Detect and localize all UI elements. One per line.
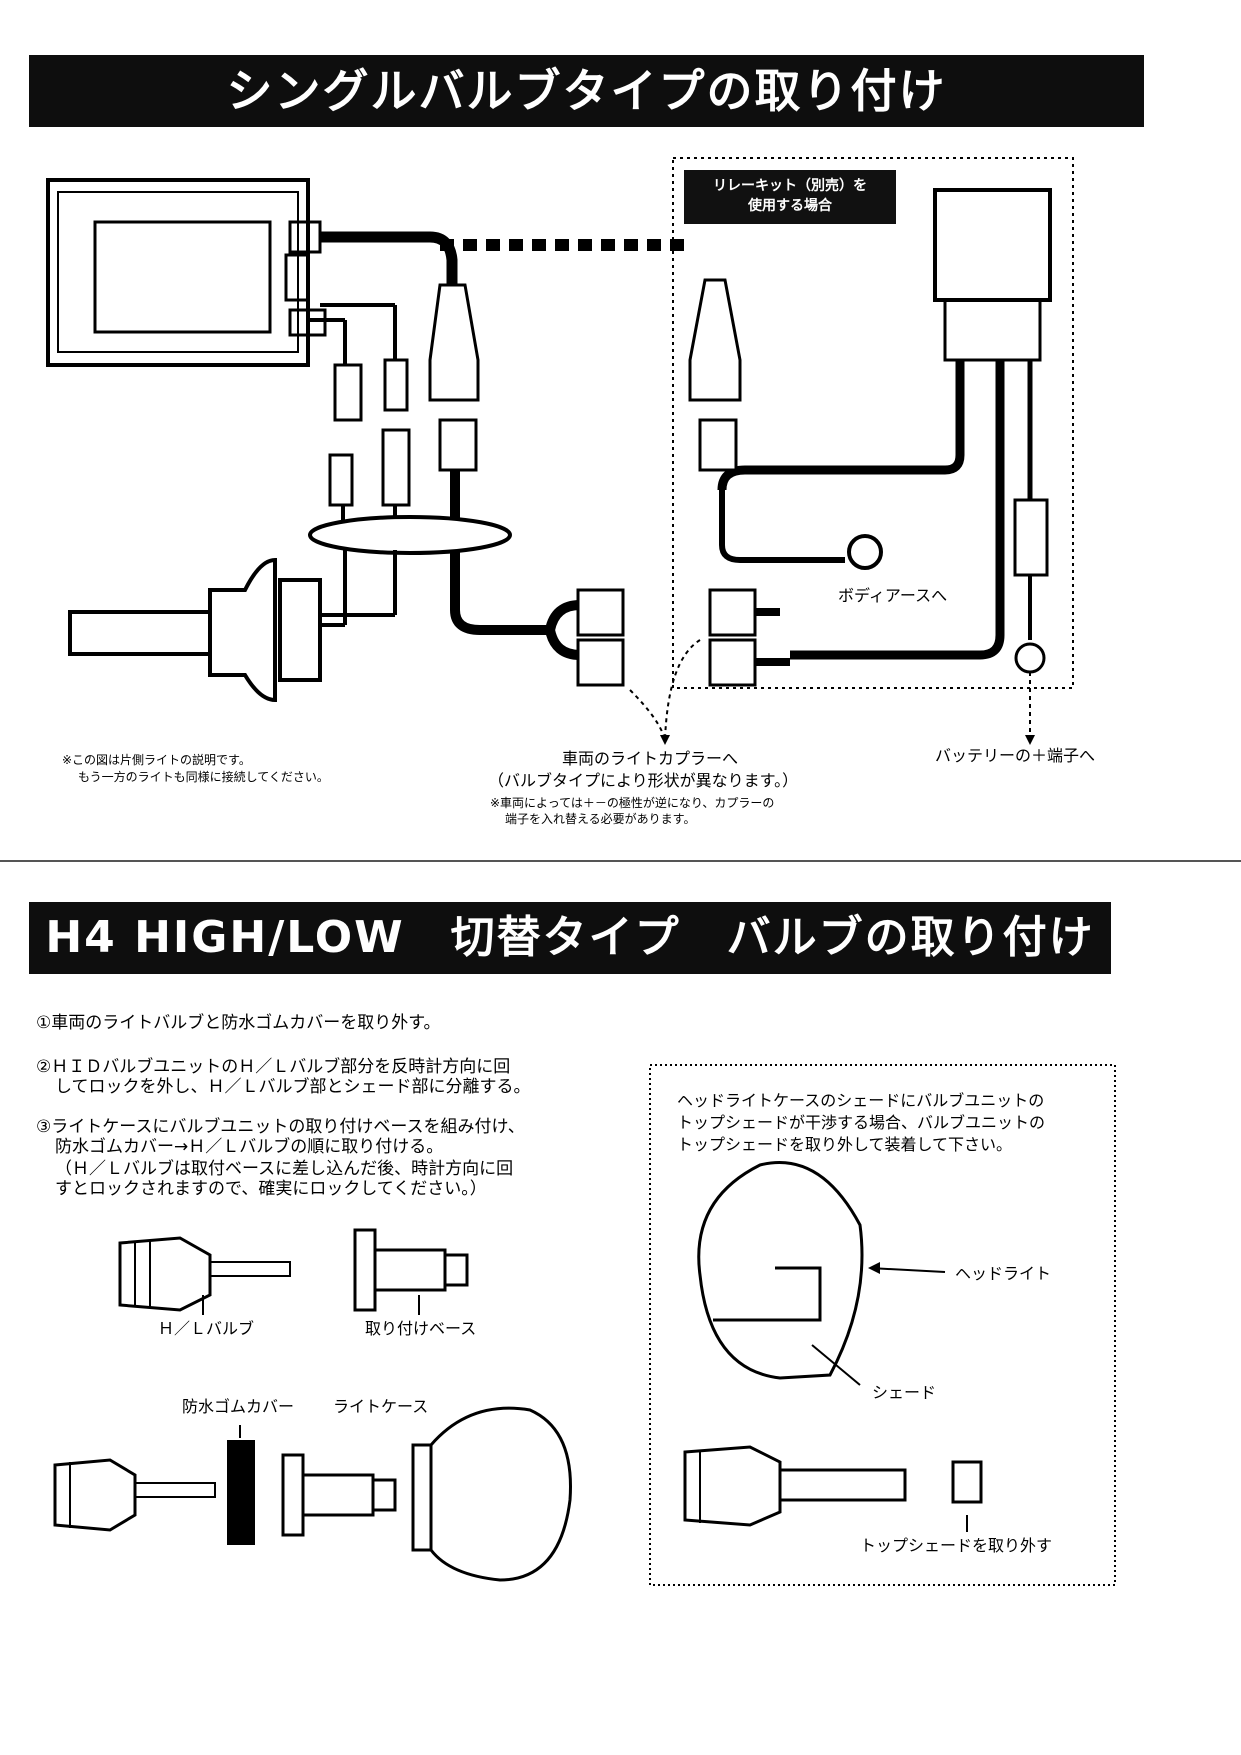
section-divider [0,860,1241,862]
rubber-cover-label: 防水ゴムカバー [182,1397,295,1416]
relay-badge-line1: リレーキット（別売）を [713,178,867,194]
connector-right-icon [428,283,480,535]
step-1: ①車両のライトバルブと防水ゴムカバーを取り外す。 [36,1013,441,1033]
remove-top-shade-label: トップシェードを取り外す [860,1536,1053,1555]
headlight-illustration-icon [697,1161,864,1380]
relay-unit-icon [933,188,1052,362]
connector-left-icon [310,318,363,535]
rubber-cover-icon [227,1440,255,1545]
base-assembly-icon [281,1453,397,1537]
relay-connector-icon [688,278,742,472]
note-line2: もう一方のライトも同様に接続してください。 [78,770,329,784]
coupler-wire [450,550,550,635]
shade-info-box [649,1064,1116,1586]
section2-title: H4 HIGH/LOW 切替タイプ バルブの取り付け [29,902,1111,974]
step-3b: 防水ゴムカバー→Ｈ／Ｌバルブの順に取り付ける。 [55,1137,444,1157]
base-disc [308,515,512,555]
info-line1: ヘッドライトケースのシェードにバルブユニットの [677,1091,1045,1110]
section1-title: シングルバルブタイプの取り付け [29,55,1144,127]
coupler-note-line1: ※車両によっては＋－の極性が逆になり、カプラーの [490,796,775,810]
battery-label: バッテリーの＋端子へ [935,746,1096,765]
main-wire [320,231,458,290]
headlight-label: ヘッドライト [955,1264,1052,1283]
step-3a: ③ライトケースにバルブユニットの取り付けベースを組み付け、 [36,1117,525,1137]
light-case-icon [411,1406,572,1582]
relay-badge-line2: 使用する場合 [748,198,832,214]
bulb-unit-icon [683,1445,907,1527]
step-2a: ②ＨＩＤバルブユニットのＨ／Ｌバルブ部分を反時計方向に回 [36,1057,511,1077]
mounting-base-icon [353,1228,469,1312]
note-line1: ※この図は片側ライトの説明です。 [62,753,251,767]
coupler-label-line1: 車両のライトカプラーへ [562,749,739,768]
light-case-label: ライトケース [333,1397,429,1416]
info-line2: トップシェードが干渉する場合、バルブユニットの [677,1113,1046,1132]
step-3d: すとロックされますので、確実にロックしてください。） [55,1179,487,1199]
vehicle-coupler-icon [545,588,625,687]
relay-box [672,157,1074,689]
bulb-icon [68,550,397,703]
relay-coupler-icon [708,588,790,687]
coupler-label-line2: （バルブタイプにより形状が異なります。） [488,771,799,790]
ballast-icon [46,178,327,367]
body-earth-label: ボディアースへ [838,586,948,605]
hl-valve-icon [118,1236,291,1312]
coupler-note-line2: 端子を入れ替える必要があります。 [505,812,696,826]
step-3c: （Ｈ／Ｌバルブは取付ベースに差し込んだ後、時計方向に回 [55,1159,514,1179]
hl-valve-label: Ｈ／Ｌバルブ [158,1319,255,1338]
info-line3: トップシェードを取り外して装着して下さい。 [677,1135,1013,1154]
body-earth-ring-icon [847,534,883,570]
shade-label: シェード [872,1383,937,1402]
relay-kit-badge: リレーキット（別売）を 使用する場合 [684,170,896,224]
top-shade-icon [951,1460,983,1504]
hl-valve-assembly-icon [53,1458,216,1532]
step-2b: してロックを外し、Ｈ／Ｌバルブ部とシェード部に分離する。 [55,1077,531,1097]
base-label: 取り付けベース [365,1319,477,1338]
connector-middle-icon [320,303,411,535]
